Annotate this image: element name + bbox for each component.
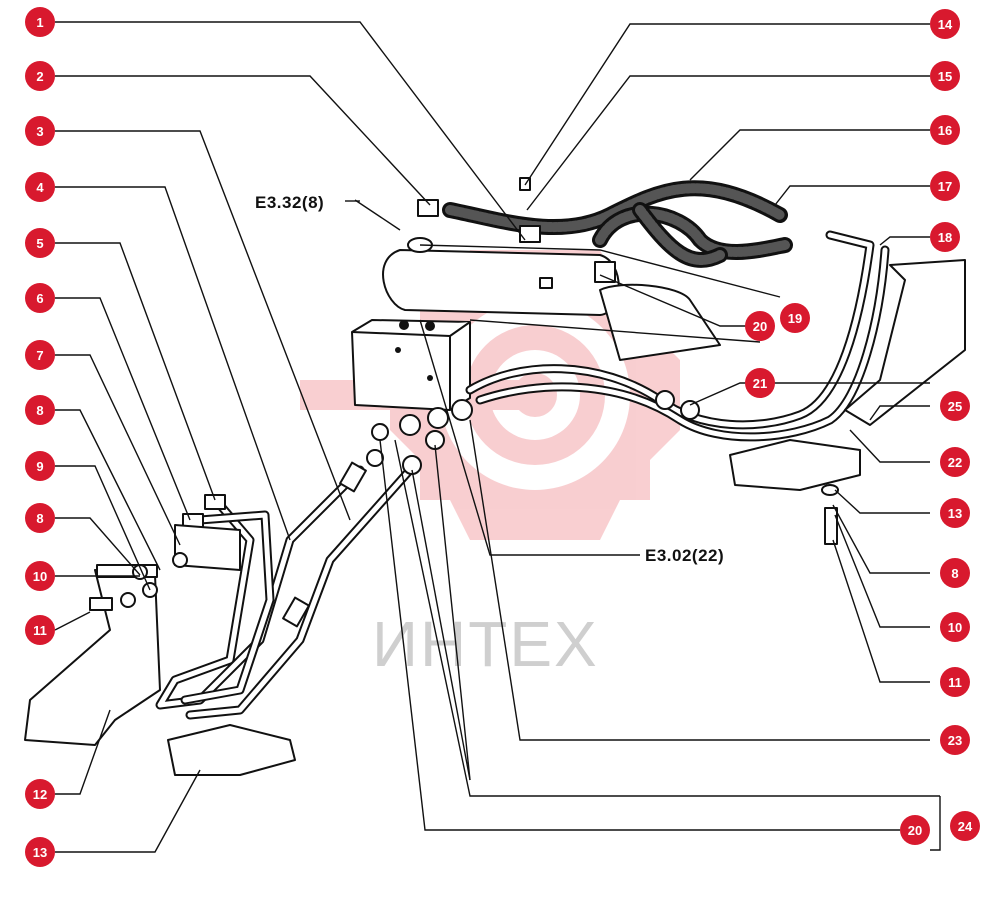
callout-17: 17 xyxy=(930,171,960,201)
callout-6: 6 xyxy=(25,283,55,313)
ref-label-top: E3.32(8) xyxy=(255,193,324,212)
svg-text:11: 11 xyxy=(948,675,962,690)
ref-label-bottom: E3.02(22) xyxy=(645,546,724,565)
callout-10-right: 10 xyxy=(940,612,970,642)
svg-text:13: 13 xyxy=(948,506,962,521)
svg-text:15: 15 xyxy=(938,69,952,84)
svg-text:11: 11 xyxy=(33,623,47,638)
callout-4: 4 xyxy=(25,172,55,202)
svg-text:8: 8 xyxy=(951,566,958,581)
callout-1: 1 xyxy=(25,7,55,37)
svg-text:14: 14 xyxy=(938,17,953,32)
svg-text:10: 10 xyxy=(948,620,962,635)
svg-text:20: 20 xyxy=(908,823,922,838)
callout-19: 19 xyxy=(780,303,810,333)
svg-text:25: 25 xyxy=(948,399,962,414)
svg-text:19: 19 xyxy=(788,311,802,326)
svg-text:23: 23 xyxy=(948,733,962,748)
brackets xyxy=(24,259,966,776)
callout-13: 13 xyxy=(25,837,55,867)
callout-20a: 20 xyxy=(745,311,775,341)
watermark-text: ИНТЕХ xyxy=(372,608,599,680)
svg-text:2: 2 xyxy=(36,69,43,84)
leader-lines xyxy=(54,21,941,853)
callout-15: 15 xyxy=(930,61,960,91)
svg-text:18: 18 xyxy=(938,230,952,245)
callout-12: 12 xyxy=(25,779,55,809)
callout-21: 21 xyxy=(745,368,775,398)
svg-text:10: 10 xyxy=(33,569,47,584)
steel-pipes xyxy=(155,230,890,720)
svg-text:13: 13 xyxy=(33,845,47,860)
callout-9: 9 xyxy=(25,451,55,481)
callout-10: 10 xyxy=(25,561,55,591)
svg-text:20: 20 xyxy=(753,319,767,334)
callout-24: 24 xyxy=(950,811,980,841)
valve-block xyxy=(351,319,471,411)
callout-3: 3 xyxy=(25,116,55,146)
callout-8b: 8 xyxy=(25,503,55,533)
callout-25: 25 xyxy=(940,391,970,421)
svg-text:8: 8 xyxy=(36,403,43,418)
callout-22: 22 xyxy=(940,447,970,477)
svg-text:24: 24 xyxy=(958,819,973,834)
callout-20b: 20 xyxy=(900,815,930,845)
svg-text:5: 5 xyxy=(36,236,43,251)
svg-text:1: 1 xyxy=(36,15,43,30)
svg-text:8: 8 xyxy=(36,511,43,526)
callout-14: 14 xyxy=(930,9,960,39)
callout-7: 7 xyxy=(25,340,55,370)
callout-11-right: 11 xyxy=(940,667,970,697)
callout-18: 18 xyxy=(930,222,960,252)
svg-text:21: 21 xyxy=(753,376,767,391)
svg-text:9: 9 xyxy=(36,459,43,474)
callout-2: 2 xyxy=(25,61,55,91)
callout-16: 16 xyxy=(930,115,960,145)
callout-5: 5 xyxy=(25,228,55,258)
svg-text:7: 7 xyxy=(36,348,43,363)
callout-8a: 8 xyxy=(25,395,55,425)
svg-text:22: 22 xyxy=(948,455,962,470)
callout-11: 11 xyxy=(25,615,55,645)
hoses xyxy=(417,177,793,283)
svg-text:17: 17 xyxy=(938,179,952,194)
svg-text:4: 4 xyxy=(36,180,44,195)
svg-text:3: 3 xyxy=(36,124,43,139)
callouts-left: 1 2 3 4 5 6 7 8 9 8 10 11 12 13 xyxy=(25,7,55,867)
callouts-right: 14 15 16 17 18 19 20 21 25 22 13 8 10 11… xyxy=(745,9,980,845)
tank xyxy=(382,237,721,361)
callout-8-right: 8 xyxy=(940,558,970,588)
callout-23: 23 xyxy=(940,725,970,755)
svg-text:16: 16 xyxy=(938,123,952,138)
callout-13-right: 13 xyxy=(940,498,970,528)
svg-text:12: 12 xyxy=(33,787,47,802)
svg-text:6: 6 xyxy=(36,291,43,306)
